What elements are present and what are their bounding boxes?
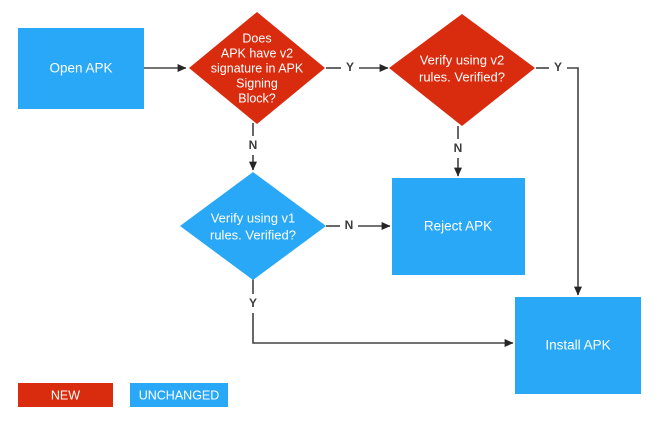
node-has-v2-signature-line-2: APK have v2	[221, 46, 293, 60]
node-has-v2-signature[interactable]: Does APK have v2 signature in APK Signin…	[189, 12, 325, 124]
edge-verify-v2-no: N	[454, 126, 463, 177]
node-has-v2-signature-line-1: Does	[242, 31, 271, 45]
legend-item-unchanged-label: UNCHANGED	[139, 388, 220, 402]
legend-item-new: NEW	[18, 383, 113, 407]
node-open-apk[interactable]: Open APK	[18, 28, 144, 109]
node-verify-v1-line-2: rules. Verified?	[210, 227, 296, 242]
edge-verify-v1-yes: Y	[249, 279, 514, 347]
edge-label-verify-v2-no: N	[454, 141, 463, 155]
node-open-apk-label: Open APK	[49, 61, 112, 76]
node-verify-v1-line-1: Verify using v1	[211, 210, 296, 225]
edge-label-verify-v1-no: N	[345, 218, 354, 232]
node-has-v2-signature-line-4: Signing	[236, 76, 278, 90]
edge-label-has-v2-yes: Y	[346, 60, 354, 74]
node-reject-apk-label: Reject APK	[424, 219, 492, 234]
node-has-v2-signature-line-3: signature in APK	[211, 61, 304, 75]
node-verify-v2-line-2: rules. Verified?	[419, 69, 505, 84]
edge-verify-v2-yes: Y	[536, 60, 582, 296]
edge-label-has-v2-no: N	[249, 138, 258, 152]
legend-item-new-label: NEW	[51, 388, 80, 402]
node-install-apk[interactable]: Install APK	[515, 297, 641, 394]
edge-has-v2-no: N	[249, 123, 258, 171]
node-verify-v2[interactable]: Verify using v2 rules. Verified?	[389, 14, 535, 126]
node-install-apk-label: Install APK	[545, 338, 610, 353]
edge-label-verify-v2-yes: Y	[554, 60, 562, 74]
node-has-v2-signature-line-5: Block?	[238, 91, 276, 105]
edge-verify-v1-no: N	[326, 218, 391, 232]
edge-label-verify-v1-yes: Y	[249, 296, 257, 310]
legend-item-unchanged: UNCHANGED	[130, 383, 228, 407]
node-verify-v1[interactable]: Verify using v1 rules. Verified?	[180, 172, 326, 280]
node-reject-apk[interactable]: Reject APK	[392, 178, 525, 275]
node-verify-v2-line-1: Verify using v2	[420, 52, 505, 67]
edge-has-v2-yes: Y	[326, 60, 389, 74]
legend: NEW UNCHANGED	[18, 383, 228, 407]
